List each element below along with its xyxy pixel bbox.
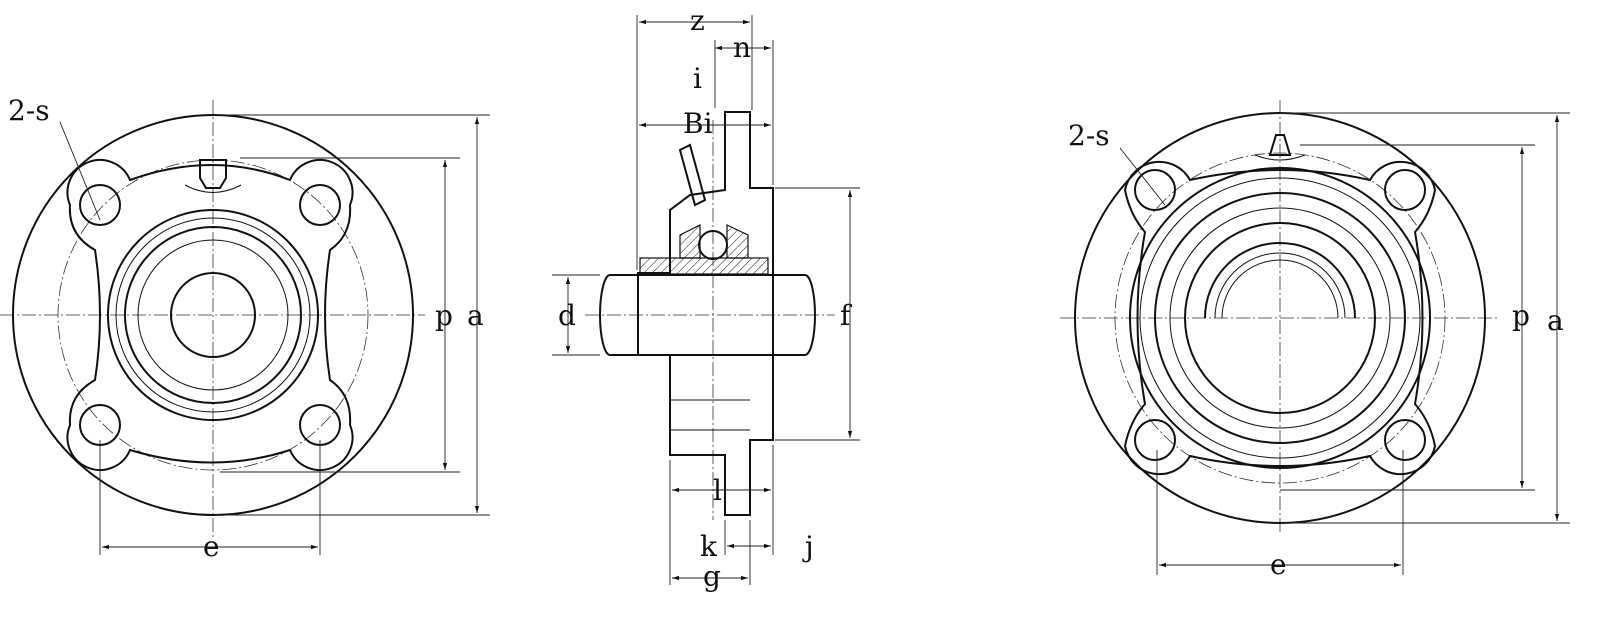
side-view: z n i Bi d f l k j g — [552, 4, 860, 593]
dim-z: z — [690, 4, 705, 37]
dim-g: g — [703, 560, 721, 593]
holes-label: 2-s — [8, 94, 50, 127]
dim-n: n — [733, 31, 751, 64]
rear-view: 2-s e p a — [1060, 100, 1570, 581]
holes-label: 2-s — [1068, 119, 1110, 152]
dim-i: i — [693, 62, 702, 95]
dim-e: e — [1270, 548, 1287, 581]
dim-a: a — [467, 299, 484, 332]
dim-p: p — [1512, 299, 1530, 332]
grease-nipple — [1268, 134, 1292, 156]
grease-nipple — [199, 159, 227, 189]
dim-bi: Bi — [683, 107, 713, 140]
dim-d: d — [558, 299, 576, 332]
dim-f: f — [840, 299, 853, 332]
dim-p: p — [435, 299, 453, 332]
dim-a: a — [1547, 304, 1564, 337]
dim-e: e — [203, 530, 220, 563]
dim-k: k — [700, 530, 718, 563]
front-view: 2-s e p a — [0, 94, 490, 563]
dim-j: j — [802, 530, 814, 563]
dim-l: l — [713, 474, 722, 507]
